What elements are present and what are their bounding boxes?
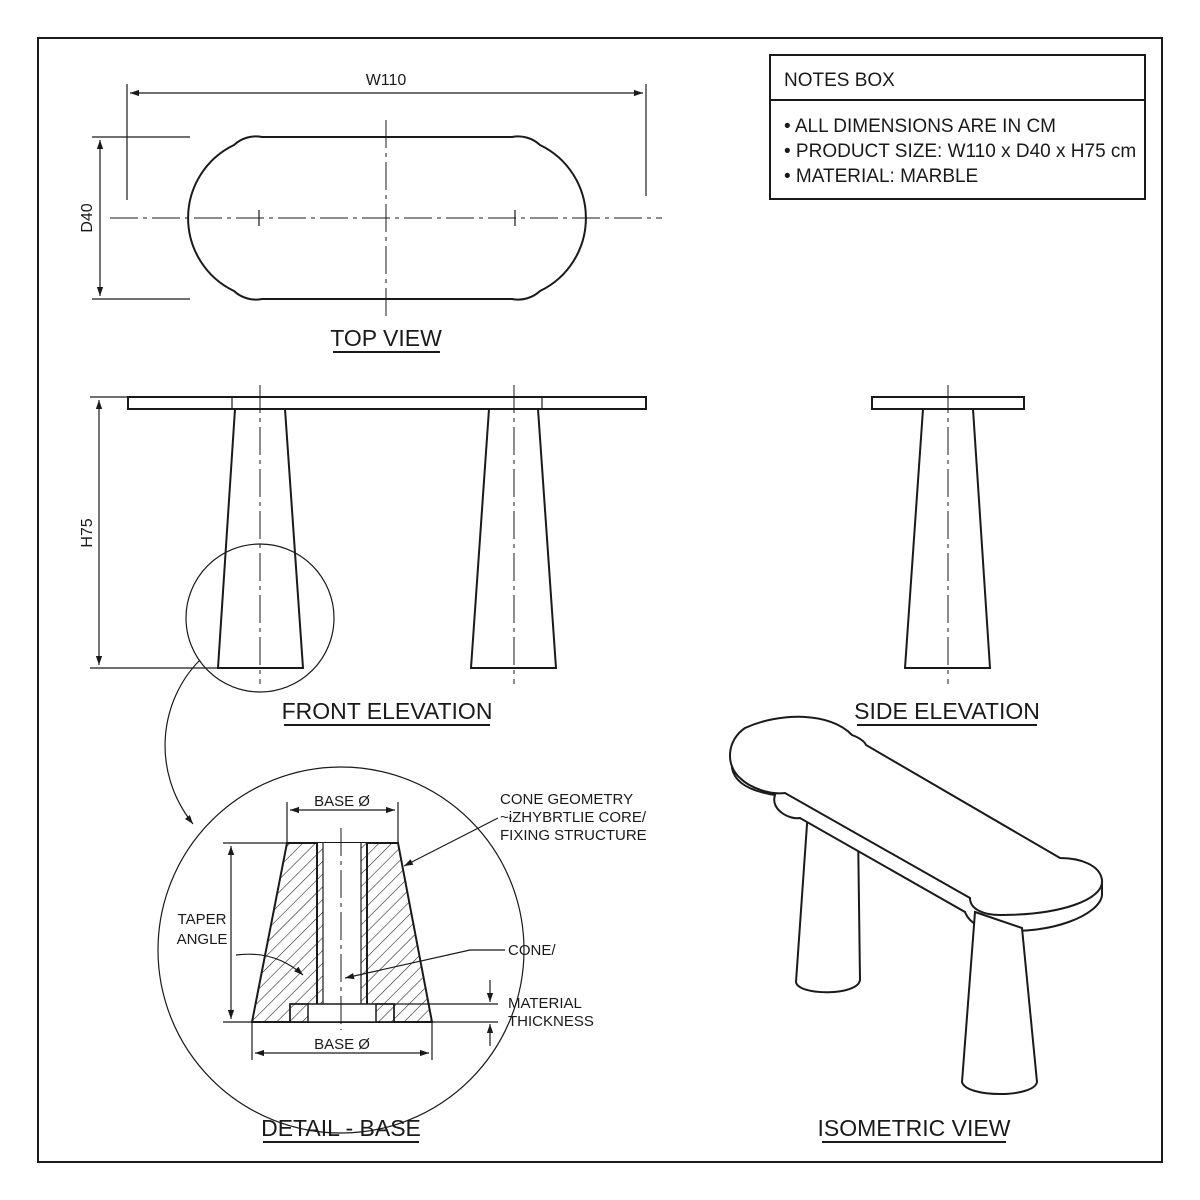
iso-tabletop-surface <box>728 715 1104 917</box>
cone-geometry-leader <box>403 817 499 867</box>
note-material: • MATERIAL: MARBLE <box>784 166 978 187</box>
cone-leader <box>344 949 505 980</box>
material-thickness-label-2: THICKNESS <box>508 1013 594 1030</box>
material-thickness-label-1: MATERIAL <box>508 995 582 1012</box>
front-tabletop <box>127 396 647 410</box>
detail-reference-circle <box>185 543 335 693</box>
top-view-title: TOP VIEW <box>330 325 442 351</box>
front-elevation-title: FRONT ELEVATION <box>282 698 493 724</box>
taper-angle-label-2: ANGLE <box>177 931 228 948</box>
detail-base-title: DETAIL - BASE <box>261 1115 421 1141</box>
core-wall-left <box>317 843 323 1004</box>
taper-angle-label-1: TAPER <box>178 911 227 928</box>
note-dimensions-unit: • ALL DIMENSIONS ARE IN CM <box>784 116 1056 137</box>
fixing-core-channel <box>317 843 367 1022</box>
isometric-view: ISOMETRIC VIEW <box>728 715 1104 1143</box>
sheet-border <box>37 37 1163 1163</box>
cone-label: CONE/ <box>508 942 556 959</box>
width-dimension-label: W110 <box>366 72 407 89</box>
taper-angle-arc <box>235 953 304 976</box>
notes-box-title: NOTES BOX <box>784 70 895 91</box>
base-bottom-label: BASE Ø <box>314 1036 370 1053</box>
top-view: W110 D40 TOP VIEW <box>79 72 662 353</box>
core-wall-right <box>361 843 367 1004</box>
cone-geometry-label-1: CONE GEOMETRY <box>500 791 633 808</box>
side-elevation: SIDE ELEVATION <box>854 385 1040 726</box>
detail-base: BASE Ø TAPER ANGLE BASE Ø CONE GEOMETRY … <box>157 766 647 1143</box>
base-top-label: BASE Ø <box>314 793 370 810</box>
height-dimension-label: H75 <box>79 518 96 547</box>
detail-leader-curve <box>164 659 201 825</box>
side-elevation-title: SIDE ELEVATION <box>854 698 1040 724</box>
tabletop-outline <box>187 135 587 301</box>
isometric-view-title: ISOMETRIC VIEW <box>818 1115 1011 1141</box>
depth-dimension-label: D40 <box>79 203 96 232</box>
notes-box: NOTES BOX • ALL DIMENSIONS ARE IN CM • P… <box>769 54 1146 200</box>
iso-leg-front <box>960 910 1039 1095</box>
detail-magnified-circle <box>157 766 525 1134</box>
iso-leg-back <box>794 808 862 994</box>
cone-geometry-label-3: FIXING STRUCTURE <box>500 827 647 844</box>
front-elevation: H75 FRONT ELEVATION <box>79 385 647 825</box>
cone-geometry-label-2: ~ɨZHYBRTLIE CORE/ <box>500 809 647 826</box>
note-product-size: • PRODUCT SIZE: W110 x D40 x H75 cm <box>784 141 1136 162</box>
